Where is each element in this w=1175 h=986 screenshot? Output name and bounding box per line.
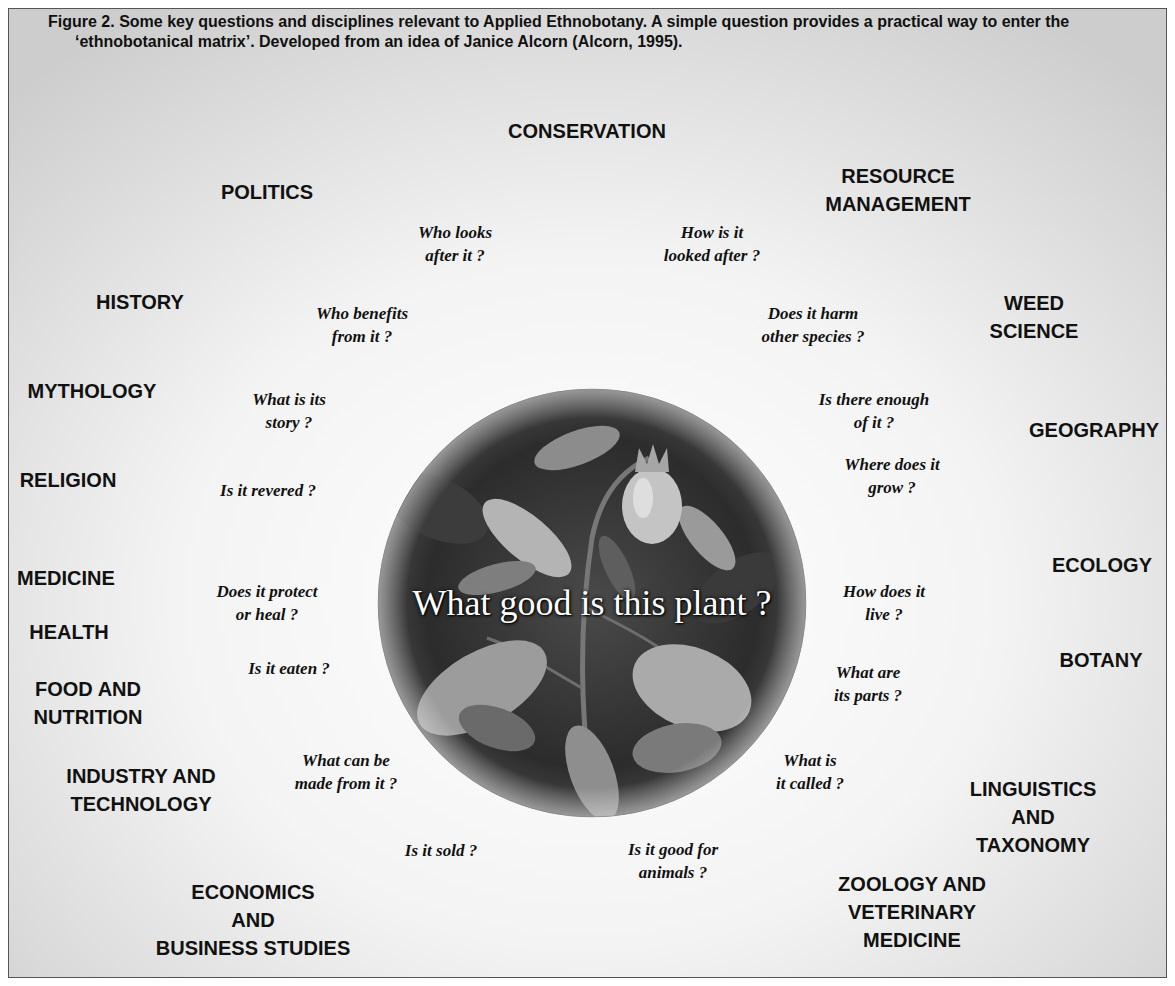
photo-content (377, 388, 807, 818)
label-line: TAXONOMY (970, 831, 1097, 859)
label-line: LINGUISTICS (970, 775, 1097, 803)
question-label: What is its story ? (252, 388, 326, 434)
label-line: animals ? (628, 861, 718, 884)
label-line: What is (776, 749, 844, 772)
label-line: TECHNOLOGY (66, 790, 215, 818)
discipline-label: POLITICS (221, 178, 313, 206)
label-line: INDUSTRY AND (66, 762, 215, 790)
label-line: How is it (664, 221, 760, 244)
label-line: made from it ? (295, 772, 397, 795)
label-line: Is it good for (628, 838, 718, 861)
label-line: its parts ? (834, 684, 902, 707)
label-line: ECONOMICS (156, 878, 350, 906)
label-line: after it ? (418, 244, 492, 267)
label-line: What can be (295, 749, 397, 772)
label-line: FOOD AND (34, 675, 143, 703)
question-label: Is it sold ? (405, 839, 477, 862)
label-line: How does it (843, 580, 925, 603)
discipline-label: ZOOLOGY AND VETERINARY MEDICINE (838, 870, 986, 954)
discipline-label: LINGUISTICS AND TAXONOMY (970, 775, 1097, 859)
discipline-label: RESOURCE MANAGEMENT (825, 162, 971, 218)
question-label: Who looks after it ? (418, 221, 492, 267)
label-line: it called ? (776, 772, 844, 795)
discipline-label: RELIGION (20, 466, 117, 494)
question-label: Is it good for animals ? (628, 838, 718, 884)
label-line: story ? (252, 411, 326, 434)
central-question: What good is this plant ? (413, 583, 772, 623)
discipline-label: INDUSTRY AND TECHNOLOGY (66, 762, 215, 818)
label-line: ZOOLOGY AND (838, 870, 986, 898)
label-line: BUSINESS STUDIES (156, 934, 350, 962)
label-line: MEDICINE (838, 926, 986, 954)
question-label: Who benefits from it ? (316, 302, 408, 348)
discipline-label: WEED SCIENCE (990, 289, 1079, 345)
question-label: Does it harm other species ? (762, 302, 865, 348)
discipline-label: MYTHOLOGY (28, 377, 157, 405)
label-line: looked after ? (664, 244, 760, 267)
label-line: Who benefits (316, 302, 408, 325)
discipline-label: ECONOMICS AND BUSINESS STUDIES (156, 878, 350, 962)
label-line: RESOURCE (825, 162, 971, 190)
discipline-label: GEOGRAPHY (1029, 416, 1159, 444)
label-line: AND (970, 803, 1097, 831)
label-line: VETERINARY (838, 898, 986, 926)
question-label: What is it called ? (776, 749, 844, 795)
label-line: other species ? (762, 325, 865, 348)
label-line: MANAGEMENT (825, 190, 971, 218)
label-line: NUTRITION (34, 703, 143, 731)
discipline-label: HEALTH (29, 618, 109, 646)
discipline-label: MEDICINE (17, 564, 115, 592)
label-line: WEED (990, 289, 1079, 317)
discipline-label: HISTORY (96, 288, 184, 316)
question-label: How is it looked after ? (664, 221, 760, 267)
question-label: Is it eaten ? (248, 657, 330, 680)
photo-ground (377, 388, 807, 818)
label-line: live ? (843, 603, 925, 626)
discipline-label: FOOD AND NUTRITION (34, 675, 143, 731)
question-label: Where does it grow ? (844, 453, 939, 499)
central-circle: What good is this plant ? (377, 388, 807, 818)
label-line: Where does it (844, 453, 939, 476)
label-line: Is there enough (819, 388, 930, 411)
circle-outline (378, 389, 806, 817)
frame-border (9, 9, 1167, 978)
label-line: What are (834, 661, 902, 684)
discipline-label: BOTANY (1060, 646, 1143, 674)
question-label: Is there enough of it ? (819, 388, 930, 434)
label-line: grow ? (844, 476, 939, 499)
figure-title: Figure 2. Some key questions and discipl… (48, 12, 1143, 52)
label-line: Who looks (418, 221, 492, 244)
discipline-label: ECOLOGY (1052, 551, 1152, 579)
label-line: from it ? (316, 325, 408, 348)
label-line: or heal ? (216, 603, 317, 626)
label-line: of it ? (819, 411, 930, 434)
question-label: Is it revered ? (220, 479, 316, 502)
question-label: What can be made from it ? (295, 749, 397, 795)
label-line: SCIENCE (990, 317, 1079, 345)
label-line: Does it harm (762, 302, 865, 325)
discipline-label: CONSERVATION (508, 117, 666, 145)
question-label: How does it live ? (843, 580, 925, 626)
label-line: What is its (252, 388, 326, 411)
question-label: What are its parts ? (834, 661, 902, 707)
photo-vignette (377, 388, 807, 818)
label-line: AND (156, 906, 350, 934)
question-label: Does it protect or heal ? (216, 580, 317, 626)
label-line: Does it protect (216, 580, 317, 603)
